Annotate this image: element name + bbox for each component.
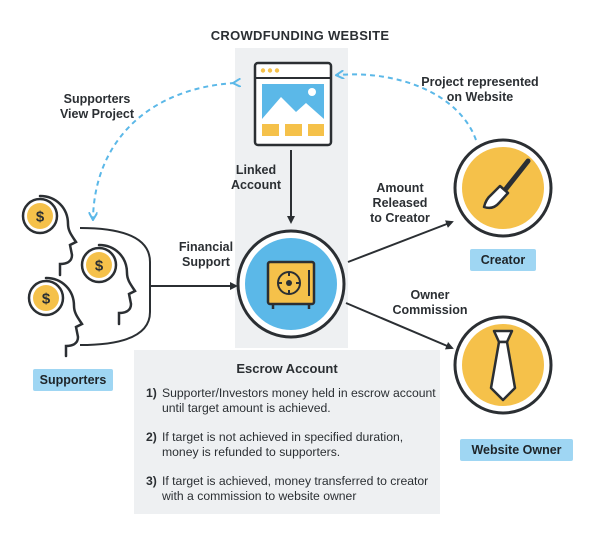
diagram-title: CROWDFUNDING WEBSITE: [210, 28, 390, 43]
amount-released-label: Amount Released to Creator: [370, 181, 430, 225]
svg-text:$: $: [42, 291, 51, 308]
necktie-icon: [453, 315, 553, 415]
website-owner-tag: Website Owner: [460, 439, 573, 461]
supporter-head-icon-3: $: [27, 276, 84, 358]
supporters-view-arrow: [93, 83, 235, 218]
creator-tag: Creator: [470, 249, 536, 271]
escrow-item-2: 2) If target is not achieved in specifie…: [146, 430, 404, 459]
supporters-bracket: [79, 227, 151, 346]
supporter-head-icon-2: $: [80, 243, 137, 326]
project-represented-label: Project represented on Website: [421, 75, 539, 104]
supporters-group-icon: $ $ $: [21, 194, 137, 358]
svg-text:$: $: [36, 209, 45, 226]
supporters-tag: Supporters: [33, 369, 113, 391]
escrow-item-1: 1) Supporter/Investors money held in esc…: [146, 386, 436, 415]
escrow-item-3: 3) If target is achieved, money transfer…: [146, 474, 429, 503]
website-icon: [253, 61, 333, 147]
owner-commission-arrow: [345, 302, 454, 350]
escrow-title: Escrow Account: [236, 361, 338, 376]
supporter-head-icon-1: $: [21, 194, 78, 277]
svg-text:$: $: [95, 258, 104, 275]
project-represented-arrow: [338, 74, 477, 141]
supporters-view-label: Supporters View Project: [59, 92, 135, 121]
escrow-info-box: [134, 350, 440, 514]
vault-icon: [236, 229, 346, 339]
financial-support-label: Financial Support: [178, 240, 234, 269]
linked-account-label: Linked Account: [231, 163, 281, 192]
paintbrush-icon: [453, 138, 553, 238]
amount-released-arrow: [347, 220, 454, 263]
owner-commission-label: Owner Commission: [392, 288, 468, 317]
